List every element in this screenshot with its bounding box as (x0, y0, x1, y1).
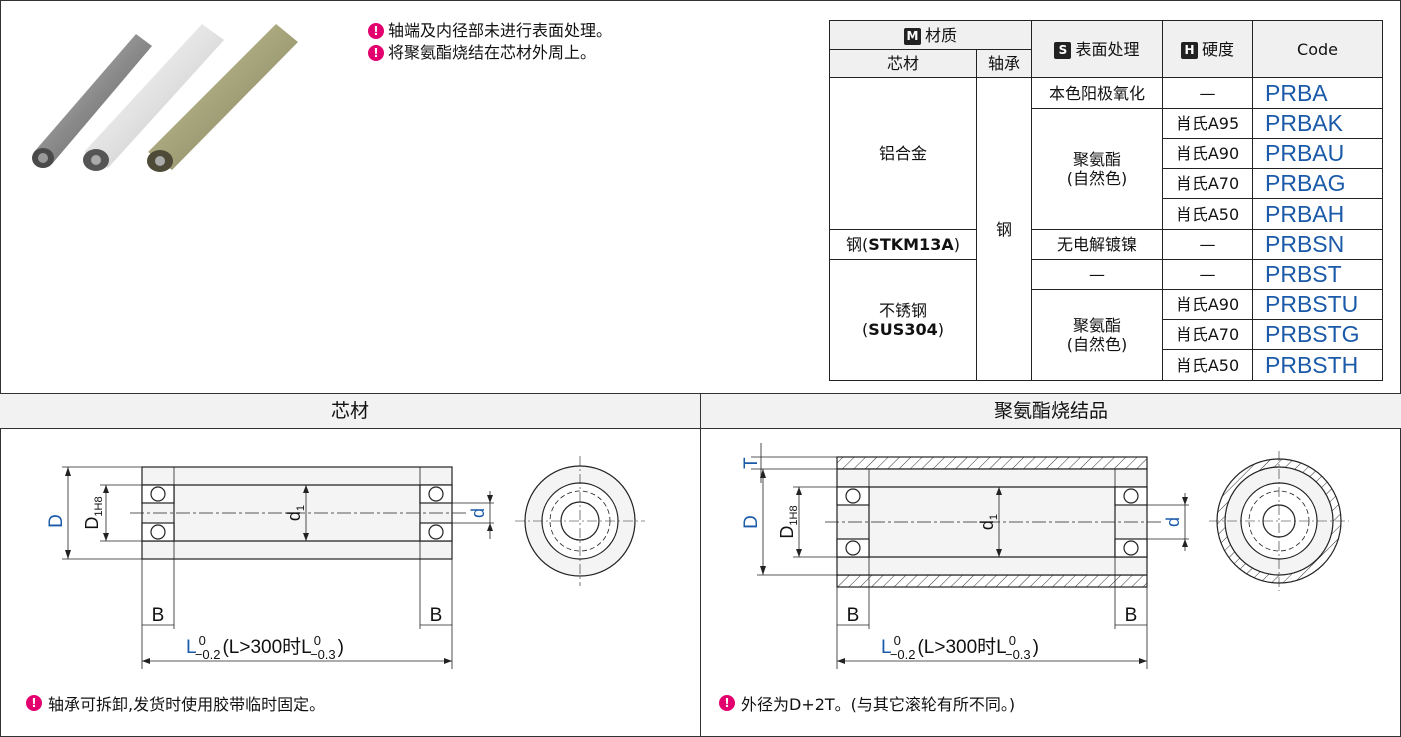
bearing-icon (141, 484, 453, 542)
white-roller (83, 24, 224, 171)
surface-pu: 聚氨酯(自然色) (1031, 289, 1163, 381)
pu-drawing-panel: 聚氨酯烧结品 T D (701, 393, 1401, 737)
panel-note: ! 外径为D+2T。(与其它滚轮有所不同。) (719, 691, 1015, 715)
code-cell: PRBSN (1252, 229, 1383, 260)
pu-layer-top (836, 456, 1148, 470)
code-cell: PRBSTH (1252, 349, 1383, 381)
product-photo (32, 24, 298, 172)
table-subheader-row: 芯材 轴承 (829, 49, 1383, 78)
hardness-cell: 肖氏A50 (1162, 349, 1253, 381)
h-badge-icon: H (1180, 41, 1198, 59)
note-text: 轴承可拆卸,发货时使用胶带临时固定。 (48, 695, 326, 714)
hardness-cell: 肖氏A70 (1162, 168, 1253, 199)
end-view (1209, 451, 1349, 591)
label-B: B (152, 605, 165, 626)
table-row: 肖氏A90 PRBAU (830, 138, 1383, 169)
hardness-cell: 肖氏A90 (1162, 289, 1253, 320)
note-text: 轴端及内径部未进行表面处理。 (388, 21, 613, 40)
core-drawing-panel: 芯材 D D1H8 d1 (0, 393, 701, 737)
label-B: B (847, 605, 860, 626)
pu-layer-bottom (836, 574, 1148, 588)
hardness-cell: — (1162, 259, 1253, 290)
table-row: 肖氏A70 PRBSTG (830, 319, 1383, 350)
warning-icon: ! (719, 695, 735, 711)
label-d: d (1163, 517, 1183, 527)
core-aluminum: 铝合金 (829, 77, 977, 230)
note-line: ! 轴端及内径部未进行表面处理。 (368, 20, 612, 42)
hardness-cell: 肖氏A70 (1162, 319, 1253, 350)
pu-roller (147, 24, 298, 172)
label-d: d (468, 508, 488, 518)
hardness-cell: 肖氏A95 (1162, 108, 1253, 139)
code-cell: PRBAH (1252, 198, 1383, 230)
table-row: 肖氏A50 PRBSTH (830, 349, 1383, 381)
code-cell: PRBA (1252, 77, 1383, 109)
alu-roller (32, 34, 152, 168)
label-d1: d1 (284, 505, 307, 521)
note-text: 将聚氨酯烧结在芯材外周上。 (388, 43, 597, 62)
m-badge-icon: M (903, 27, 921, 45)
panel-title: 聚氨酯烧结品 (701, 393, 1401, 429)
surface-anodize: 本色阳极氧化 (1031, 77, 1163, 109)
label-B: B (1125, 605, 1138, 626)
bearing-steel: 钢 (976, 77, 1032, 381)
code-cell: PRBSTU (1252, 289, 1383, 320)
table-row: 钢(STKM13A) 无电解镀镍 — PRBSN (829, 229, 1383, 260)
note-text: 外径为D+2T。(与其它滚轮有所不同。) (741, 695, 1016, 714)
hardness-cell: — (1162, 77, 1253, 109)
table-row: 不锈钢(SUS304) — — PRBST (829, 259, 1383, 381)
subheader-bearing: 轴承 (976, 49, 1032, 78)
hardness-cell: 肖氏A90 (1162, 138, 1253, 169)
label-d1: d1 (977, 514, 1000, 530)
surface-pu: 聚氨酯(自然色) (1031, 108, 1163, 230)
warning-icon: ! (26, 695, 42, 711)
code-cell: PRBSTG (1252, 319, 1383, 350)
core-stainless: 不锈钢(SUS304) (829, 259, 977, 381)
warning-icon: ! (368, 23, 384, 39)
surface-none: — (1031, 259, 1163, 290)
bearing-icon (836, 486, 1148, 558)
code-cell: PRBAK (1252, 108, 1383, 139)
panel-title: 芯材 (0, 393, 700, 429)
core-steel: 钢(STKM13A) (829, 229, 977, 260)
hardness-cell: 肖氏A50 (1162, 198, 1253, 230)
label-T: T (741, 457, 762, 469)
label-D1: D1H8 (82, 496, 105, 529)
code-cell: PRBST (1252, 259, 1383, 290)
warning-icon: ! (368, 45, 384, 61)
label-D: D (46, 514, 67, 528)
label-D: D (741, 515, 762, 529)
code-cell: PRBAU (1252, 138, 1383, 169)
header-code: Code (1252, 20, 1383, 78)
table-row: 铝合金 钢 本色阳极氧化 — PRBA (829, 77, 1383, 381)
note-line: ! 将聚氨酯烧结在芯材外周上。 (368, 42, 612, 64)
label-D1: D1H8 (777, 505, 800, 538)
code-cell: PRBAG (1252, 168, 1383, 199)
s-badge-icon: S (1054, 41, 1072, 59)
end-view (515, 456, 645, 586)
table-row: 肖氏A70 PRBAG (830, 168, 1383, 199)
surface-nickel: 无电解镀镍 (1031, 229, 1163, 260)
table-row: 聚氨酯(自然色) 肖氏A90 PRBSTU (830, 289, 1383, 381)
hardness-cell: — (1162, 229, 1253, 260)
label-B: B (430, 605, 443, 626)
panel-note: ! 轴承可拆卸,发货时使用胶带临时固定。 (26, 691, 325, 715)
subheader-core: 芯材 (829, 49, 977, 78)
top-notes: ! 轴端及内径部未进行表面处理。 ! 将聚氨酯烧结在芯材外周上。 (368, 20, 612, 64)
